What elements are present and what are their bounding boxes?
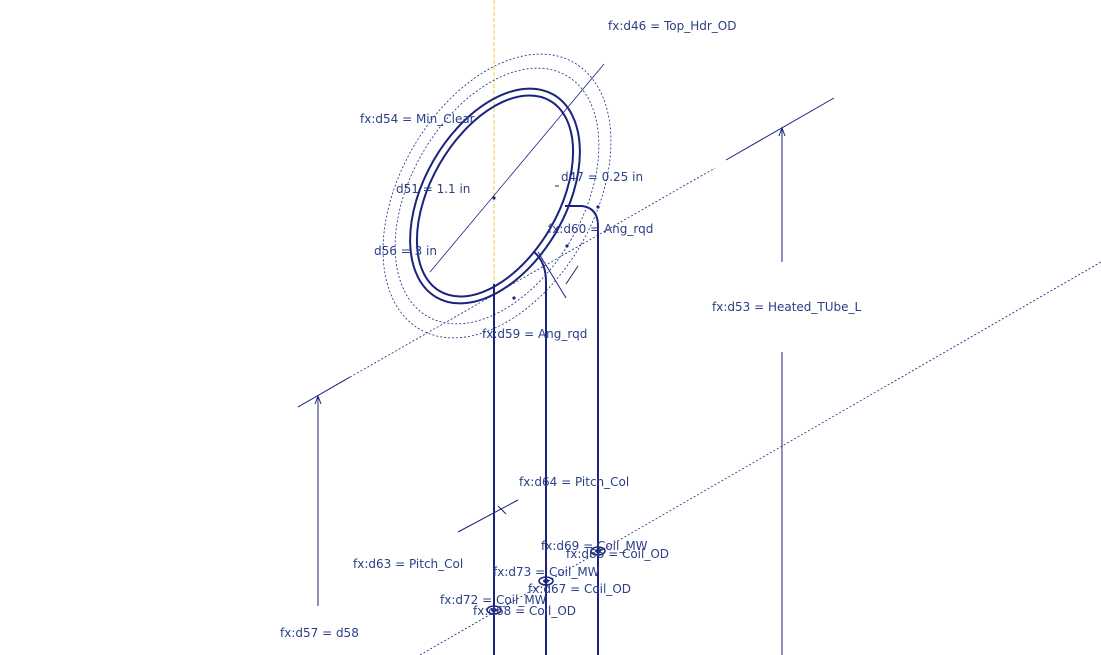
extension-line-upper-left [297, 376, 351, 408]
dim-label-d59[interactable]: fx:d59 = Ang_rqd [482, 327, 587, 341]
coil-section-middle-inner [543, 579, 549, 583]
dim-label-d64[interactable]: fx:d64 = Pitch_Col [519, 475, 629, 489]
pitch-dimension-tick [497, 505, 507, 515]
extension-line-d53-top [725, 97, 835, 161]
arrowhead-d57 [314, 394, 322, 405]
dim-label-d54[interactable]: fx:d54 = Min_Clear [360, 112, 475, 126]
angle-dimension-tick [565, 265, 579, 285]
coil-section-left[interactable] [486, 605, 502, 615]
dim-label-d51[interactable]: d51 = 1.1 in [396, 182, 470, 196]
center-point [492, 196, 496, 200]
clearance-ellipse-outer [382, 53, 612, 339]
dim-label-d46[interactable]: fx:d46 = Top_Hdr_OD [608, 19, 736, 33]
point-a [596, 205, 600, 209]
dim-label-d56[interactable]: d56 = 3 in [374, 244, 437, 258]
dim-label-d72[interactable]: fx:d72 = Coil_MW [440, 593, 547, 607]
heated-tube-right[interactable] [565, 205, 599, 655]
dim-label-d57[interactable]: fx:d57 = d58 [280, 626, 359, 640]
dim-label-d68[interactable]: fx:d68 = Coil_OD [473, 604, 576, 618]
point-b [565, 244, 569, 248]
arrowhead-d53 [778, 126, 786, 137]
dim-label-d69[interactable]: fx:d69 = Coil_MW [541, 539, 648, 553]
dim-label-d73[interactable]: fx:d73 = Coil_MW [493, 565, 600, 579]
dim-label-d60[interactable]: fx:d60 = Ang_rqd [548, 222, 653, 236]
dim-label-d66[interactable]: fx:d66 = Coil_OD [566, 547, 669, 561]
point-c [512, 296, 516, 300]
clearance-ellipse-inner [394, 67, 600, 325]
coil-section-right-inner [595, 549, 601, 553]
diameter-dimension-line [429, 63, 605, 273]
header-ellipse-outer[interactable] [375, 59, 615, 333]
dim-label-d63[interactable]: fx:d63 = Pitch_Col [353, 557, 463, 571]
heated-tube-middle[interactable] [533, 251, 547, 655]
coil-section-left-inner [491, 608, 497, 612]
header-ellipse-inner[interactable] [385, 69, 606, 324]
dim-label-d53[interactable]: fx:d53 = Heated_TUbe_L [712, 300, 862, 314]
construction-line-lower [419, 261, 1101, 655]
coil-section-middle[interactable] [538, 576, 554, 586]
coil-section-right[interactable] [590, 546, 606, 556]
dim-label-d67[interactable]: fx:d67 = Coil_OD [528, 582, 631, 596]
angle-dimension-mark [537, 251, 567, 299]
pitch-dimension-line [457, 499, 519, 533]
dim-label-d47[interactable]: d47 = 0.25 in [561, 170, 643, 184]
